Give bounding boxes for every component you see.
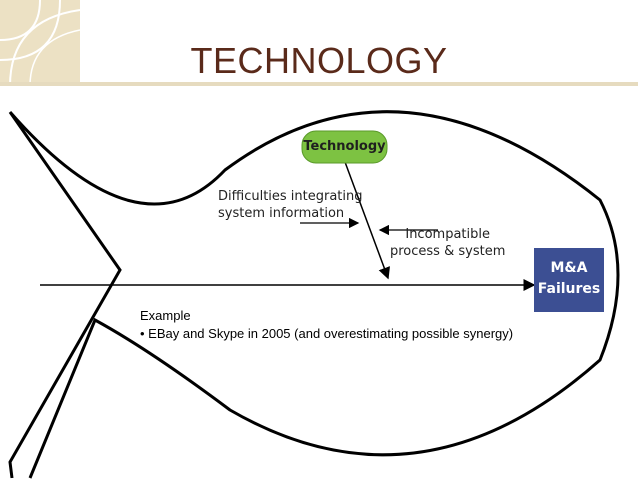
cause-1-label: Difficulties integrating system informat… (218, 188, 363, 222)
effect-line1: M&A (534, 258, 604, 279)
effect-line2: Failures (534, 279, 604, 300)
example-bullet: • EBay and Skype in 2005 (and overestima… (140, 325, 513, 343)
cause-2-label: Incompatible process & system (390, 226, 505, 260)
cause-2-line1: Incompatible (390, 226, 505, 243)
cause-2-line2: process & system (390, 243, 505, 260)
effect-box-label: M&A Failures (534, 258, 604, 300)
example-block: Example • EBay and Skype in 2005 (and ov… (140, 307, 513, 343)
fish-outline (10, 112, 618, 478)
example-heading: Example (140, 307, 513, 325)
technology-box-label: Technology (302, 139, 387, 154)
cause-1-line2: system information (218, 205, 363, 222)
cause-1-line1: Difficulties integrating (218, 188, 363, 205)
